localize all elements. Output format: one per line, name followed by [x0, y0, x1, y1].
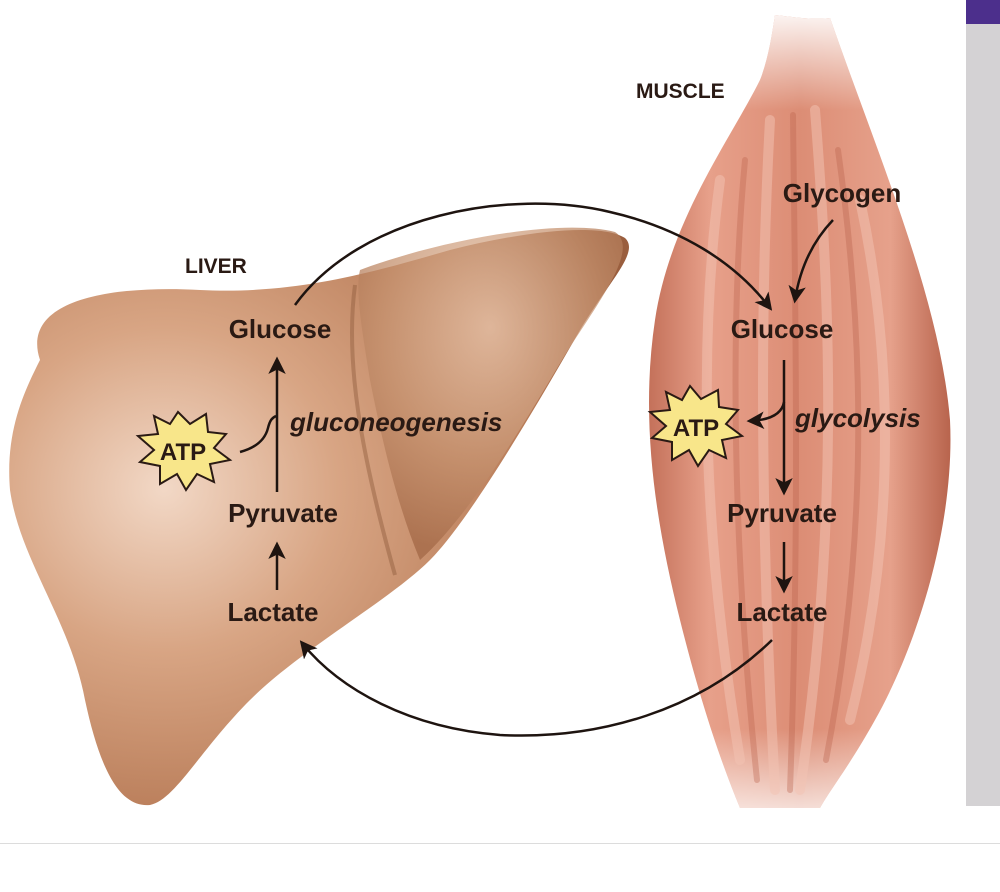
muscle-lactate-label: Lactate	[736, 597, 827, 627]
liver-lobe-fissure	[349, 284, 397, 576]
muscle-pyruvate-label: Pyruvate	[727, 498, 837, 528]
arrow-atp-produced	[746, 401, 786, 430]
liver-title: LIVER	[185, 255, 247, 278]
arrow-atp-consumed	[239, 414, 277, 454]
liver-lactate-label: Lactate	[227, 597, 318, 627]
liver-organ	[9, 227, 629, 806]
liver-atp-label: ATP	[160, 439, 206, 466]
panel-accent-bar	[966, 0, 1000, 24]
muscle-fiber-shadows	[732, 112, 862, 793]
burst-icon	[647, 384, 745, 468]
burst-icon	[135, 410, 233, 492]
right-side-panel	[966, 0, 1000, 806]
bottom-divider	[0, 843, 1000, 844]
arrow-liver-glucose-to-muscle-glucose	[293, 202, 773, 311]
liver-pyruvate-label: Pyruvate	[228, 498, 338, 528]
muscle-atp-label: ATP	[673, 415, 719, 442]
muscle-process-label: glycolysis	[794, 403, 921, 433]
muscle-glycogen-label: Glycogen	[783, 178, 901, 208]
arrow-glycogen-to-glucose	[788, 219, 834, 304]
liver-glucose-label: Glucose	[229, 314, 332, 344]
muscle-glucose-label: Glucose	[731, 314, 834, 344]
muscle-atp-burst: ATP	[647, 384, 745, 468]
liver-process-label: gluconeogenesis	[289, 407, 502, 437]
liver-atp-burst: ATP	[135, 410, 233, 492]
muscle-organ	[649, 15, 951, 808]
muscle-title: MUSCLE	[636, 80, 725, 103]
liver-right-lobe	[358, 227, 623, 560]
arrow-muscle-lactate-to-liver-lactate	[299, 639, 773, 737]
